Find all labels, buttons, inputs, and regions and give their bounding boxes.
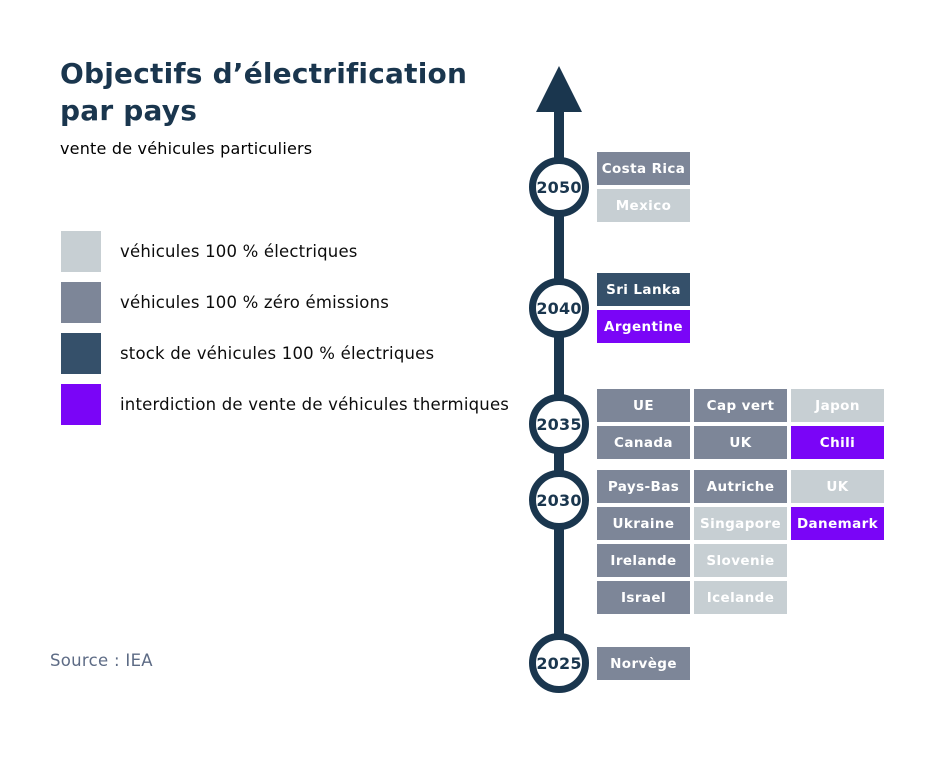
country-tile-ukraine: Ukraine (597, 507, 690, 540)
legend: véhicules 100 % électriques véhicules 10… (61, 231, 509, 425)
tile-row: Norvège (597, 647, 690, 680)
country-tile-canada: Canada (597, 426, 690, 459)
country-tile-japon: Japon (791, 389, 884, 422)
country-tile-cap-vert: Cap vert (694, 389, 787, 422)
country-tile-costa-rica: Costa Rica (597, 152, 690, 185)
source-note: Source : IEA (50, 651, 153, 670)
country-tile-argentine: Argentine (597, 310, 690, 343)
legend-swatch-electric (61, 231, 101, 272)
year-label: 2035 (536, 414, 582, 434)
country-group-2035: UE Cap vert Japon Canada UK Chili (597, 389, 884, 459)
legend-label: véhicules 100 % zéro émissions (120, 293, 390, 312)
legend-label: stock de véhicules 100 % électriques (120, 344, 435, 363)
year-label: 2025 (536, 653, 582, 673)
legend-item-stock: stock de véhicules 100 % électriques (61, 333, 509, 374)
legend-swatch-stock (61, 333, 101, 374)
tile-row: UE Cap vert Japon (597, 389, 884, 422)
tile-row: Irelande Slovenie (597, 544, 884, 577)
year-label: 2030 (536, 490, 582, 510)
legend-swatch-ban (61, 384, 101, 425)
subtitle: vente de véhicules particuliers (60, 138, 313, 158)
legend-item-electric: véhicules 100 % électriques (61, 231, 509, 272)
year-label: 2050 (536, 177, 582, 197)
country-tile-pays-bas: Pays-Bas (597, 470, 690, 503)
country-tile-icelande: Icelande (694, 581, 787, 614)
tile-row: Ukraine Singapore Danemark (597, 507, 884, 540)
tile-row: Pays-Bas Autriche UK (597, 470, 884, 503)
year-node-2030: 2030 (529, 470, 589, 530)
country-tile-irelande: Irelande (597, 544, 690, 577)
country-tile-slovenie: Slovenie (694, 544, 787, 577)
tile-row: Argentine (597, 310, 690, 343)
country-tile-singapore: Singapore (694, 507, 787, 540)
year-label: 2040 (536, 298, 582, 318)
legend-label: interdiction de vente de véhicules therm… (120, 395, 510, 414)
country-group-2050: Costa Rica Mexico (597, 152, 690, 222)
country-group-2030: Pays-Bas Autriche UK Ukraine Singapore D… (597, 470, 884, 614)
country-group-2040: Sri Lanka Argentine (597, 273, 690, 343)
country-tile-norvege: Norvège (597, 647, 690, 680)
year-node-2050: 2050 (529, 157, 589, 217)
tile-row: Mexico (597, 189, 690, 222)
country-tile-danemark: Danemark (791, 507, 884, 540)
timeline-axis (554, 104, 564, 664)
country-tile-ue: UE (597, 389, 690, 422)
country-tile-uk-2035: UK (694, 426, 787, 459)
tile-row: Costa Rica (597, 152, 690, 185)
page-title-line1: Objectifs d’électrification (60, 57, 468, 90)
country-tile-israel: Israel (597, 581, 690, 614)
legend-label: véhicules 100 % électriques (120, 242, 358, 261)
year-node-2025: 2025 (529, 633, 589, 693)
country-group-2025: Norvège (597, 647, 690, 680)
country-tile-sri-lanka: Sri Lanka (597, 273, 690, 306)
year-node-2040: 2040 (529, 278, 589, 338)
tile-row: Canada UK Chili (597, 426, 884, 459)
year-node-2035: 2035 (529, 394, 589, 454)
country-tile-chili: Chili (791, 426, 884, 459)
page-title-line2: par pays (60, 93, 198, 127)
legend-swatch-zero-emissions (61, 282, 101, 323)
tile-row: Sri Lanka (597, 273, 690, 306)
tile-row: Israel Icelande (597, 581, 884, 614)
country-tile-uk-2030: UK (791, 470, 884, 503)
legend-item-ban: interdiction de vente de véhicules therm… (61, 384, 509, 425)
legend-item-zero-emissions: véhicules 100 % zéro émissions (61, 282, 509, 323)
country-tile-autriche: Autriche (694, 470, 787, 503)
country-tile-mexico: Mexico (597, 189, 690, 222)
